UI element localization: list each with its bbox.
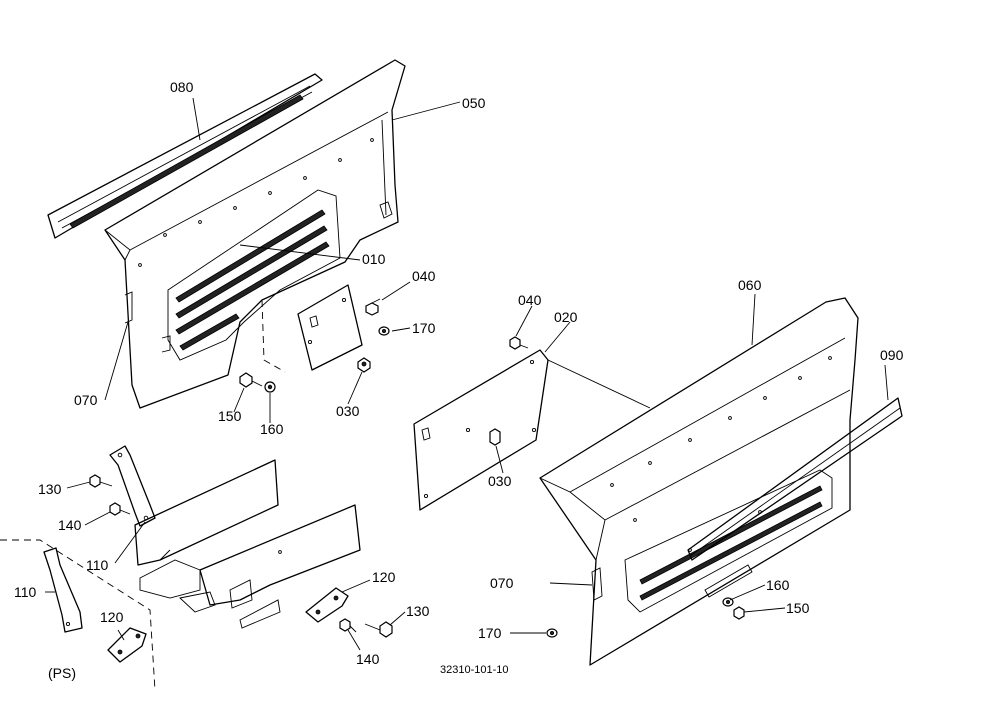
- leader-lines: [45, 97, 889, 651]
- callout-040: 040: [518, 292, 542, 308]
- fastener-140-left: [109, 502, 131, 516]
- part-060-side-panel: [539, 297, 859, 666]
- part-090-trim-strip: [687, 397, 903, 561]
- ps-variant-box: [0, 539, 156, 691]
- callout-030: 030: [488, 473, 512, 489]
- callout-120: 120: [100, 609, 124, 625]
- fastener-130-right: [364, 621, 393, 638]
- fastener-150-lower: [733, 606, 745, 620]
- fastener-170-upper: [378, 326, 390, 336]
- callout-170: 170: [478, 625, 502, 641]
- fastener-130-left: [89, 474, 113, 488]
- part-120-bracket: [305, 587, 349, 623]
- fastener-140-right: [339, 618, 357, 633]
- rail-assembly: [134, 459, 361, 629]
- callout-170: 170: [412, 320, 436, 336]
- callout-110: 110: [14, 584, 37, 600]
- fastener-170-lower: [546, 628, 558, 638]
- part-050-side-panel: [104, 59, 406, 409]
- callout-050: 050: [462, 95, 486, 111]
- callout-060: 060: [738, 277, 762, 293]
- callout-070: 070: [74, 392, 98, 408]
- fastener-040-upper: [365, 298, 381, 316]
- callout-110: 110: [86, 557, 109, 573]
- callout-120: 120: [372, 569, 396, 585]
- variant-note: (PS): [48, 665, 76, 681]
- part-020-plate: [413, 349, 651, 511]
- callout-040: 040: [412, 268, 436, 284]
- callout-140: 140: [356, 651, 380, 667]
- callout-130: 130: [38, 481, 62, 497]
- fastener-030-upper: [357, 357, 371, 373]
- callout-070: 070: [490, 575, 514, 591]
- callout-160: 160: [260, 421, 284, 437]
- fastener-040-lower: [509, 336, 529, 350]
- callout-020: 020: [554, 309, 578, 325]
- callout-labels: 080 050 010 040 170 070 150 160 030 040 …: [14, 79, 904, 681]
- callout-080: 080: [170, 79, 194, 95]
- callout-030: 030: [336, 403, 360, 419]
- part-010-plate: [261, 284, 363, 373]
- callout-140: 140: [58, 517, 82, 533]
- fastener-160-lower: [722, 597, 734, 607]
- callout-130: 130: [406, 603, 430, 619]
- fastener-160-upper: [264, 381, 276, 393]
- part-080-trim-strip: [47, 73, 323, 239]
- callout-010: 010: [362, 251, 386, 267]
- callout-150: 150: [218, 408, 242, 424]
- callout-150: 150: [786, 600, 810, 616]
- drawing-number: 32310-101-10: [440, 664, 509, 676]
- callout-160: 160: [766, 577, 790, 593]
- fastener-150-upper: [239, 372, 263, 388]
- callout-090: 090: [880, 347, 904, 363]
